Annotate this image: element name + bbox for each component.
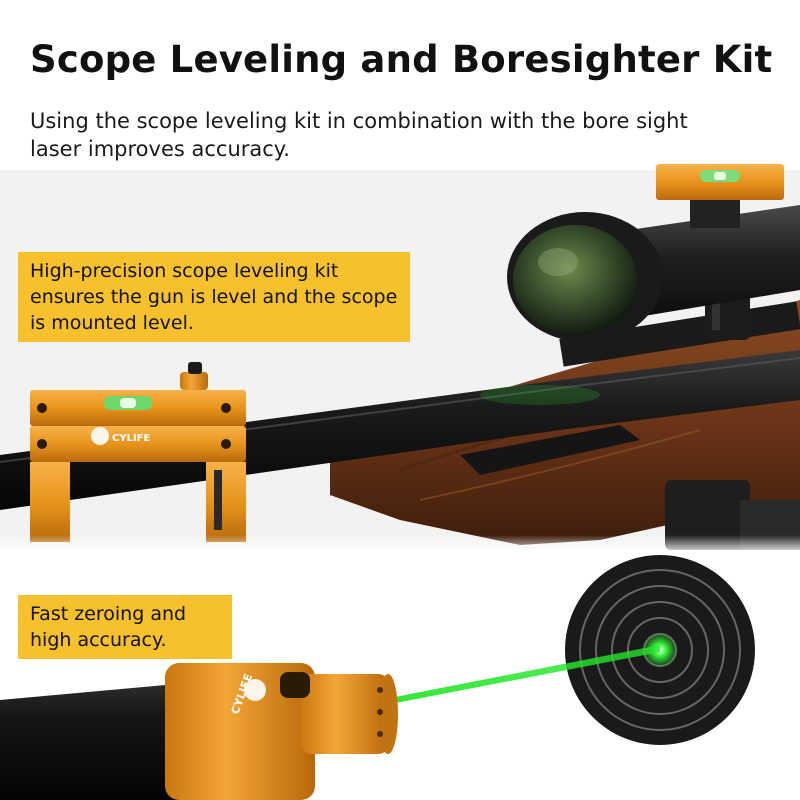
scope-lens [513, 225, 637, 335]
laser-beam [380, 645, 660, 706]
clamp-logo-text: CYLIFE [112, 433, 151, 444]
callout-leveling-kit: High-precision scope leveling kit ensure… [18, 252, 410, 342]
boresighter-scene: CYLIFE [0, 555, 755, 800]
rifle-scene: CYLIFE [0, 164, 800, 555]
barrel-level-clamp: CYLIFE [30, 362, 246, 542]
laser-boresighter: CYLIFE [165, 663, 398, 800]
callout-fast-zeroing: Fast zeroing and high accuracy. [18, 595, 232, 659]
rifle-magazine [665, 480, 750, 550]
page-subtitle: Using the scope leveling kit in combinat… [30, 109, 688, 161]
page-title: Scope Leveling and Boresighter Kit [30, 38, 773, 81]
rifle-barrel [0, 350, 800, 510]
top-bubble-level [656, 164, 784, 228]
